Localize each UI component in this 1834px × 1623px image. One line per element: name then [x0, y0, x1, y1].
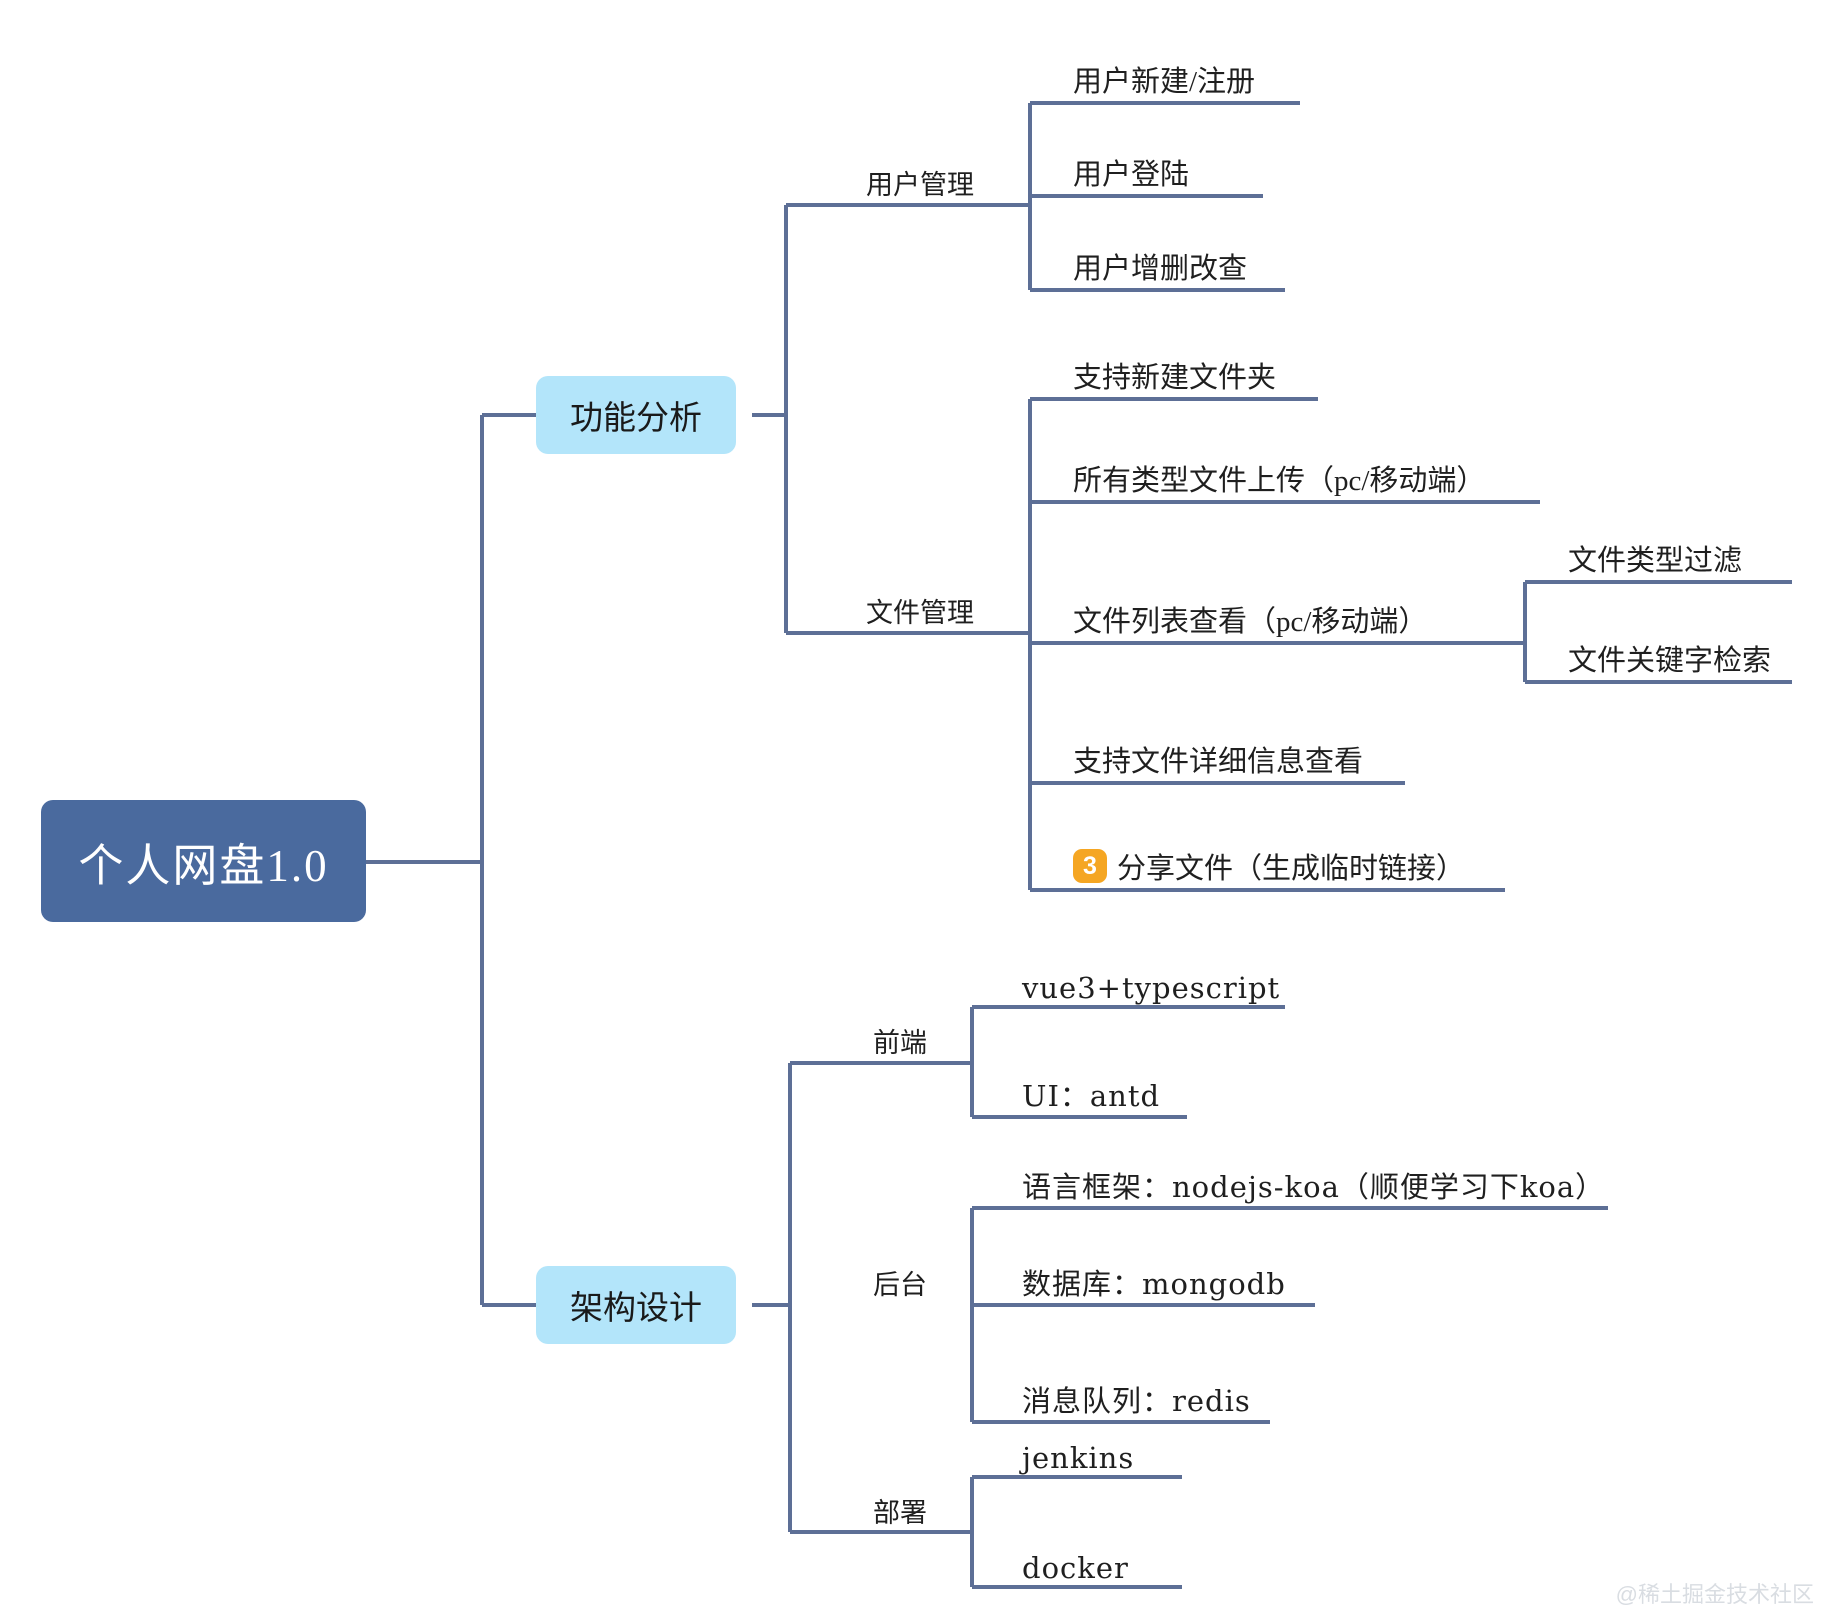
root-node-label: 个人网盘1.0	[78, 840, 329, 891]
leaf-node-label: docker	[1022, 1551, 1129, 1585]
group-node-frontend[interactable]: 前端	[830, 1000, 970, 1060]
leaf-node-label: 用户登陆	[1073, 159, 1190, 191]
leaf-node-label: vue3+typescript	[1022, 971, 1281, 1005]
leaf-node-label: 支持文件详细信息查看	[1073, 746, 1364, 778]
leaf-node-vue3-typescript[interactable]: vue3+typescript	[1022, 945, 1472, 1005]
leaf-node-docker[interactable]: docker	[1022, 1525, 1422, 1585]
leaf-node-share-file[interactable]: 3 分享文件（生成临时链接）	[1073, 825, 1673, 887]
branch-node-label: 功能分析	[570, 401, 702, 437]
group-node-label: 用户管理	[866, 170, 974, 200]
subleaf-node-file-keyword-search[interactable]: 文件关键字检索	[1568, 617, 1834, 679]
group-node-label: 前端	[873, 1028, 927, 1058]
leaf-node-label: jenkins	[1022, 1441, 1135, 1475]
leaf-node-label: 消息队列：redis	[1022, 1384, 1251, 1418]
leaf-node-upload-all-types[interactable]: 所有类型文件上传（pc/移动端）	[1073, 437, 1673, 499]
leaf-node-label: 所有类型文件上传（pc/移动端）	[1073, 465, 1486, 497]
leaf-node-user-register[interactable]: 用户新建/注册	[1073, 38, 1473, 100]
group-node-label: 文件管理	[866, 598, 974, 628]
leaf-node-file-list-view[interactable]: 文件列表查看（pc/移动端）	[1073, 578, 1673, 640]
leaf-node-user-login[interactable]: 用户登陆	[1073, 131, 1473, 193]
leaf-node-label: 数据库：mongodb	[1022, 1267, 1286, 1301]
leaf-node-user-crud[interactable]: 用户增删改查	[1073, 225, 1473, 287]
group-node-deployment[interactable]: 部署	[830, 1470, 970, 1530]
leaf-node-jenkins[interactable]: jenkins	[1022, 1415, 1422, 1475]
priority-badge-icon: 3	[1073, 849, 1107, 883]
subleaf-node-label: 文件类型过滤	[1568, 545, 1743, 577]
leaf-node-label: UI：antd	[1022, 1079, 1161, 1113]
group-node-file-management[interactable]: 文件管理	[820, 568, 1020, 630]
leaf-node-label: 语言框架：nodejs-koa（顺便学习下koa）	[1022, 1170, 1606, 1204]
leaf-node-file-details[interactable]: 支持文件详细信息查看	[1073, 718, 1673, 780]
leaf-node-badge-wrap: 3 分享文件（生成临时链接）	[1073, 845, 1465, 887]
root-node[interactable]: 个人网盘1.0	[41, 800, 366, 922]
branch-node-function-analysis[interactable]: 功能分析	[536, 376, 736, 454]
subleaf-node-label: 文件关键字检索	[1568, 645, 1772, 677]
leaf-node-label: 用户新建/注册	[1073, 66, 1256, 98]
leaf-node-create-folder[interactable]: 支持新建文件夹	[1073, 334, 1573, 396]
leaf-node-language-framework[interactable]: 语言框架：nodejs-koa（顺便学习下koa）	[1022, 1146, 1722, 1206]
branch-node-architecture-design[interactable]: 架构设计	[536, 1266, 736, 1344]
branch-node-label: 架构设计	[570, 1291, 702, 1327]
subleaf-node-file-type-filter[interactable]: 文件类型过滤	[1568, 517, 1834, 579]
leaf-node-ui-antd[interactable]: UI：antd	[1022, 1055, 1472, 1115]
leaf-node-database[interactable]: 数据库：mongodb	[1022, 1243, 1622, 1303]
leaf-node-label: 分享文件（生成临时链接）	[1117, 853, 1466, 885]
watermark: @稀土掘金技术社区	[1615, 1582, 1814, 1607]
group-node-label: 部署	[873, 1498, 927, 1528]
group-node-backend[interactable]: 后台	[830, 1242, 970, 1302]
group-node-user-management[interactable]: 用户管理	[820, 140, 1020, 202]
leaf-node-label: 文件列表查看（pc/移动端）	[1073, 606, 1428, 638]
group-node-label: 后台	[873, 1270, 927, 1300]
leaf-node-label: 用户增删改查	[1073, 253, 1248, 285]
leaf-node-message-queue[interactable]: 消息队列：redis	[1022, 1360, 1622, 1420]
leaf-node-label: 支持新建文件夹	[1073, 362, 1277, 394]
